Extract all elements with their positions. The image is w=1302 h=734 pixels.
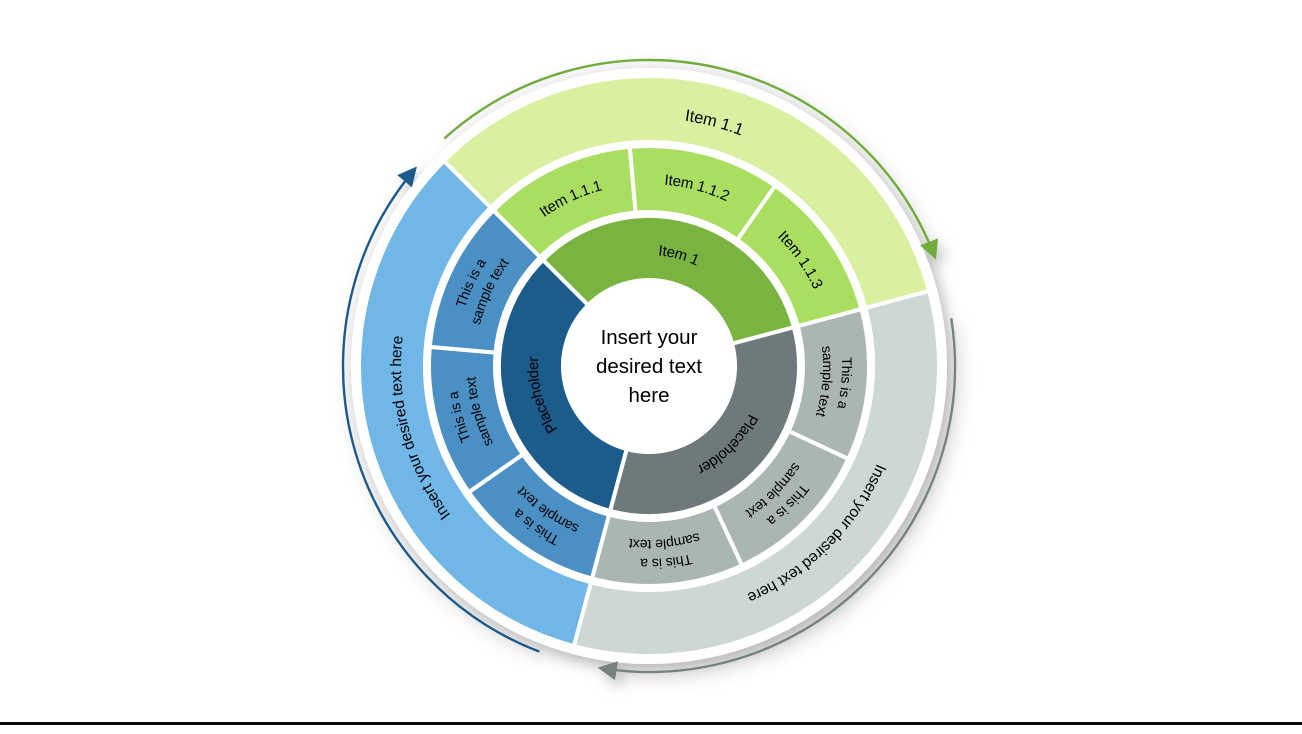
blue-cycle-arrow	[341, 166, 540, 653]
green-cycle-arrow	[443, 58, 939, 260]
gray-cycle-arrow	[597, 317, 957, 681]
blue-middle-segment-3[interactable]	[427, 208, 543, 355]
gray-outer-ring-segment[interactable]	[571, 288, 941, 658]
center-text-line-1: Insert your	[601, 326, 698, 349]
center-text: Insert your desired text here	[596, 326, 702, 407]
center-text-line-2: desired text	[596, 355, 702, 378]
section-blue: Insert your desired text herePlaceholder…	[357, 158, 629, 649]
green-outer-ring-segment[interactable]	[441, 74, 932, 311]
center-text-line-3: here	[628, 384, 669, 407]
gray-middle-label-1-line1: This is a	[834, 357, 855, 411]
gray-middle-label-3-line1: This is a	[640, 551, 694, 572]
gray-middle-segment-3[interactable]	[590, 503, 744, 588]
blue-outer-ring-segment[interactable]	[357, 158, 594, 649]
slide-bottom-border	[0, 722, 1302, 725]
center-circle[interactable]	[563, 280, 735, 452]
